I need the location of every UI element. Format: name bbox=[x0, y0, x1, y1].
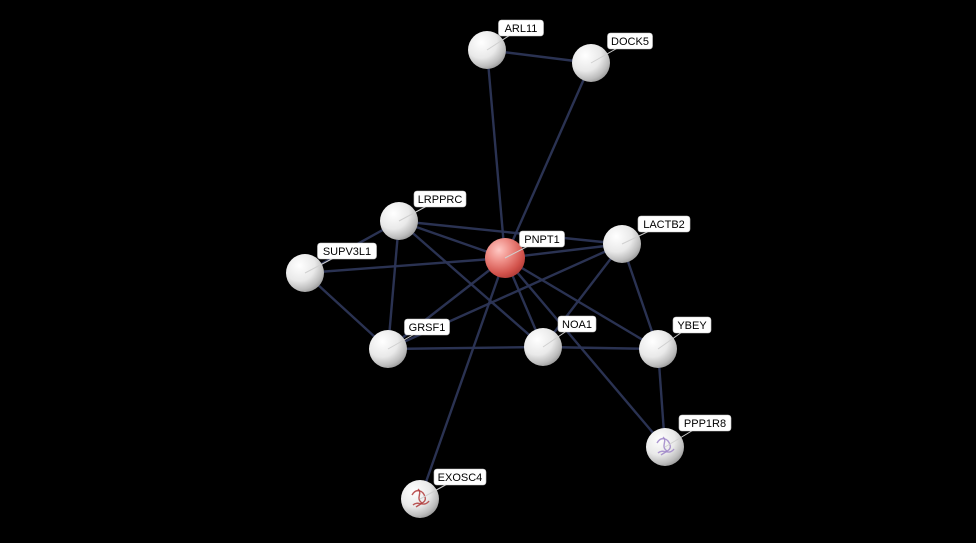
edges-layer bbox=[304, 48, 667, 500]
label-box bbox=[498, 19, 544, 37]
node-label-ARL11: ARL11 bbox=[486, 19, 544, 51]
label-text: ARL11 bbox=[505, 23, 538, 35]
node-label-DOCK5: DOCK5 bbox=[590, 32, 653, 64]
node-label-NOA1: NOA1 bbox=[542, 315, 597, 348]
label-box bbox=[404, 318, 450, 336]
label-text: DOCK5 bbox=[611, 36, 649, 48]
label-box bbox=[413, 190, 467, 208]
node-label-PPP1R8: PPP1R8 bbox=[664, 414, 732, 448]
structure-thumbnail-icon bbox=[411, 490, 427, 508]
label-box bbox=[607, 32, 653, 50]
label-box bbox=[672, 316, 712, 334]
label-text: LACTB2 bbox=[643, 219, 685, 231]
edge-LACTB2-NOA1[interactable] bbox=[542, 243, 623, 348]
label-text: PNPT1 bbox=[524, 234, 559, 246]
node-label-EXOSC4: EXOSC4 bbox=[419, 468, 487, 500]
label-text: EXOSC4 bbox=[438, 472, 483, 484]
structure-thumbnail-icon bbox=[657, 448, 675, 454]
label-text: NOA1 bbox=[562, 319, 592, 331]
edge-NOA1-YBEY[interactable] bbox=[542, 345, 659, 351]
edge-LRPPRC-GRSF1[interactable] bbox=[386, 220, 401, 350]
edge-GRSF1-NOA1[interactable] bbox=[387, 345, 544, 351]
label-box bbox=[317, 242, 377, 260]
label-box bbox=[637, 215, 691, 233]
node-label-LRPPRC: LRPPRC bbox=[398, 190, 467, 222]
node-label-PNPT1: PNPT1 bbox=[504, 230, 565, 259]
node-label-GRSF1: GRSF1 bbox=[387, 318, 450, 350]
label-text: GRSF1 bbox=[409, 322, 446, 334]
edge-ARL11-PNPT1[interactable] bbox=[485, 49, 507, 259]
node-label-YBEY: YBEY bbox=[657, 316, 712, 350]
node-label-LACTB2: LACTB2 bbox=[621, 215, 691, 245]
label-box bbox=[557, 315, 597, 333]
edge-DOCK5-PNPT1[interactable] bbox=[503, 62, 593, 259]
structure-thumbnail-icon bbox=[412, 500, 430, 506]
label-text: PPP1R8 bbox=[684, 418, 726, 430]
edge-PNPT1-YBEY[interactable] bbox=[504, 256, 659, 351]
label-box bbox=[433, 468, 487, 486]
edge-PNPT1-PPP1R8[interactable] bbox=[504, 257, 666, 448]
structure-thumbnail-icon bbox=[656, 438, 672, 456]
structure-thumbnail-icon bbox=[662, 436, 668, 452]
node-label-SUPV3L1: SUPV3L1 bbox=[304, 242, 377, 274]
label-box bbox=[519, 230, 565, 248]
structure-thumbnail-icon bbox=[417, 488, 423, 504]
label-text: SUPV3L1 bbox=[323, 246, 371, 258]
label-box bbox=[678, 414, 732, 432]
label-text: YBEY bbox=[677, 320, 707, 332]
edge-PNPT1-EXOSC4[interactable] bbox=[418, 257, 507, 500]
edge-SUPV3L1-PNPT1[interactable] bbox=[304, 256, 506, 275]
edge-LRPPRC-LACTB2[interactable] bbox=[398, 219, 623, 246]
label-text: LRPPRC bbox=[418, 194, 463, 206]
